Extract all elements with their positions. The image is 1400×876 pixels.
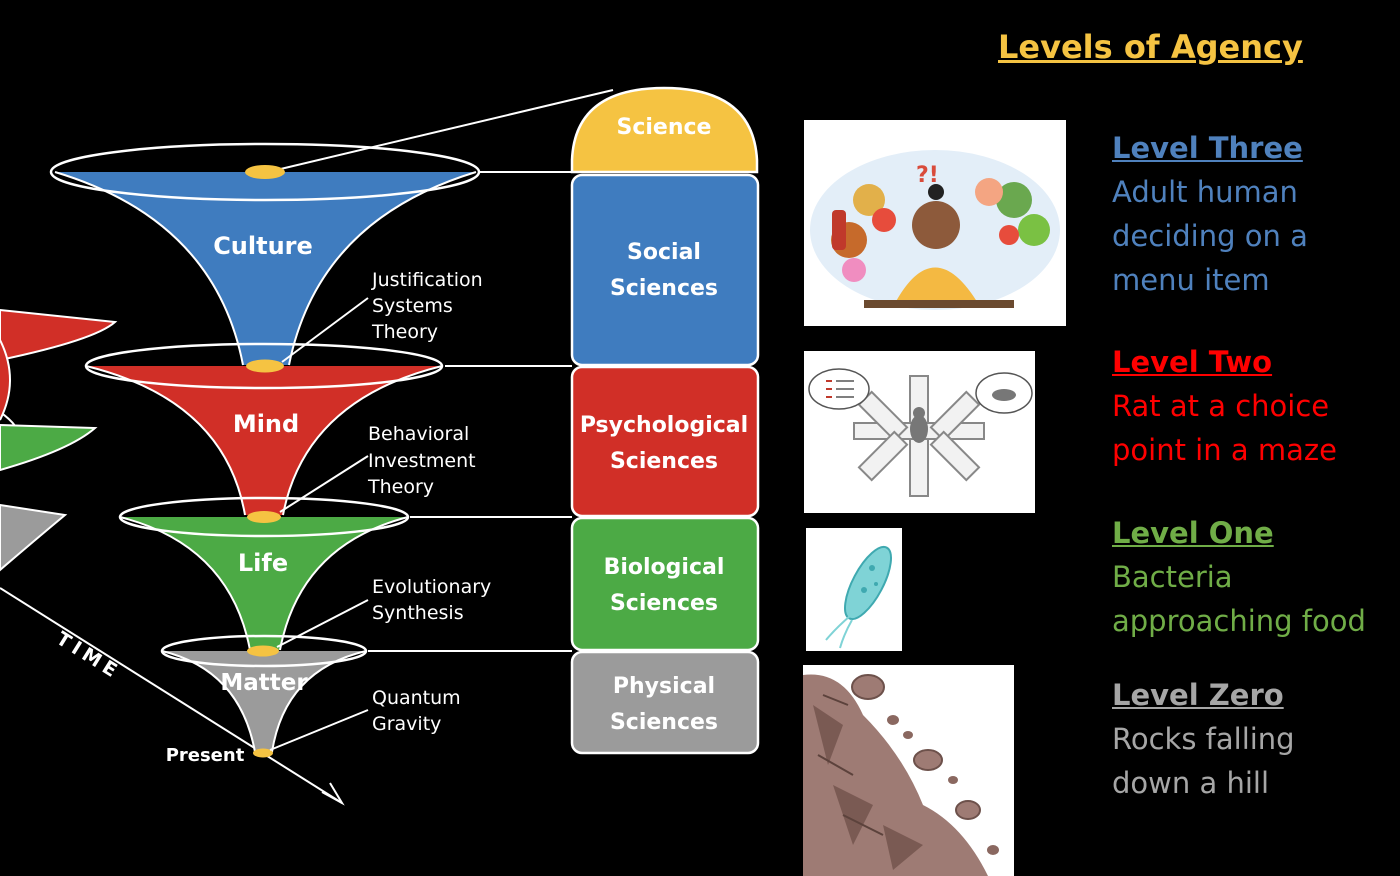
svg-text:Justification: Justification xyxy=(371,269,483,291)
life-funnel: Life xyxy=(118,496,410,651)
rat-maze-illustration xyxy=(804,351,1035,513)
social-sciences-block xyxy=(570,173,760,367)
mind-funnel: Mind xyxy=(84,342,444,516)
level-two-desc: Rat at a choice point in a maze xyxy=(1112,389,1337,467)
level-zero-title: Level Zero xyxy=(1112,678,1284,712)
svg-text:Evolutionary: Evolutionary xyxy=(372,576,491,598)
svg-text:Synthesis: Synthesis xyxy=(372,602,464,624)
present-label: Present xyxy=(166,745,245,766)
level-one-title: Level One xyxy=(1112,516,1274,550)
evolutionary-synthesis-label: Evolutionary Synthesis xyxy=(372,576,491,624)
level-connectors xyxy=(368,171,572,652)
svg-text:Social: Social xyxy=(627,240,701,265)
svg-text:Investment: Investment xyxy=(368,450,476,472)
svg-text:Theory: Theory xyxy=(371,321,438,343)
level-three-title: Level Three xyxy=(1112,131,1303,165)
svg-text:Sciences: Sciences xyxy=(610,591,718,616)
level-three-desc: Adult human deciding on a menu item xyxy=(1112,175,1308,297)
bacteria-illustration xyxy=(806,528,902,651)
level-zero-desc: Rocks falling down a hill xyxy=(1112,722,1295,800)
sciences-column: Science Social Sciences Psychological Sc… xyxy=(570,86,760,755)
svg-text:Biological: Biological xyxy=(604,555,725,580)
level-one-desc: Bacteria approaching food xyxy=(1112,560,1366,638)
human-menu-illustration: ?! xyxy=(804,120,1066,326)
levels-of-agency-heading: Levels of Agency xyxy=(998,28,1303,66)
svg-text:Physical: Physical xyxy=(613,674,715,699)
present-dot xyxy=(253,748,273,758)
level-one: Level One Bacteria approaching food xyxy=(1112,511,1392,643)
culture-label: Culture xyxy=(213,232,313,260)
svg-text:Systems: Systems xyxy=(372,295,453,317)
rocks-illustration xyxy=(803,665,1014,876)
life-label: Life xyxy=(238,549,288,577)
theory-leaders xyxy=(269,297,369,751)
science-dot xyxy=(245,165,285,179)
matter-funnel: Matter Present xyxy=(160,634,368,766)
past-funnels xyxy=(0,308,118,572)
psychological-sciences-block xyxy=(570,365,760,518)
svg-text:Quantum: Quantum xyxy=(372,687,461,709)
time-label: TIME xyxy=(52,628,125,685)
mind-label: Mind xyxy=(233,410,299,438)
svg-text:Behavioral: Behavioral xyxy=(368,423,469,445)
level-three: Level Three Adult human deciding on a me… xyxy=(1112,126,1342,302)
justification-systems-theory-label: Justification Systems Theory xyxy=(371,269,483,343)
level-two-title: Level Two xyxy=(1112,345,1273,379)
behavioral-investment-theory-label: Behavioral Investment Theory xyxy=(367,423,476,498)
svg-text:Theory: Theory xyxy=(367,476,434,498)
svg-text:Gravity: Gravity xyxy=(372,713,441,735)
matter-label: Matter xyxy=(220,670,308,696)
svg-text:?!: ?! xyxy=(916,163,939,188)
quantum-gravity-label: Quantum Gravity xyxy=(372,687,461,735)
science-connector xyxy=(267,89,614,173)
svg-text:Sciences: Sciences xyxy=(610,710,718,735)
level-zero: Level Zero Rocks falling down a hill xyxy=(1112,673,1342,805)
biological-sciences-block xyxy=(570,516,760,652)
svg-text:Psychological: Psychological xyxy=(580,413,748,438)
physical-sciences-block xyxy=(570,650,760,755)
science-label: Science xyxy=(617,115,712,140)
culture-funnel: Culture xyxy=(49,142,481,366)
svg-text:Sciences: Sciences xyxy=(610,276,718,301)
svg-text:Sciences: Sciences xyxy=(610,449,718,474)
science-dome xyxy=(570,86,759,174)
level-two: Level Two Rat at a choice point in a maz… xyxy=(1112,340,1382,472)
